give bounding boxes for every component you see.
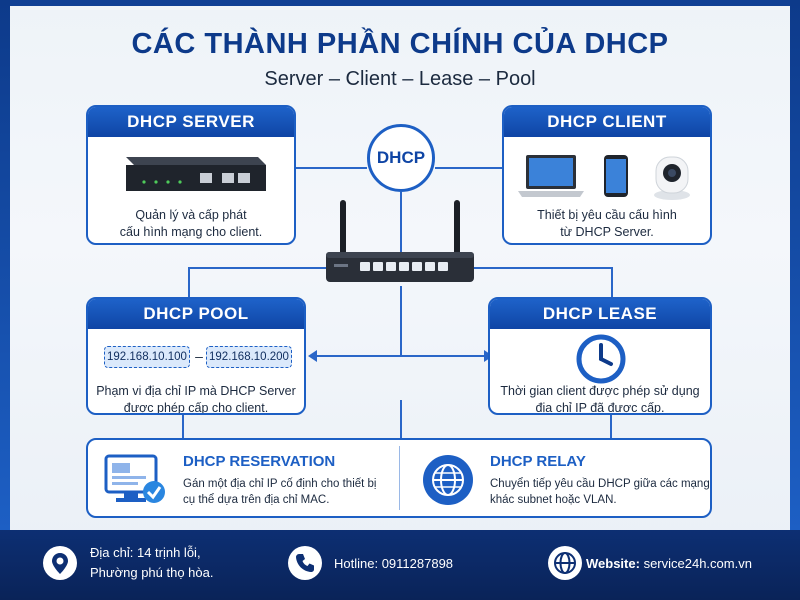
- server-device-icon: [126, 157, 266, 191]
- dhcp-client-card: DHCP CLIENT Thiết bị yêu cầu cấu hình từ…: [502, 105, 712, 245]
- footer-hotline[interactable]: Hotline: 0911287898: [334, 556, 454, 571]
- description-line: từ DHCP Server.: [560, 225, 654, 239]
- camera-icon: [654, 156, 690, 200]
- ip-range-start: 192.168.10.100: [104, 346, 190, 368]
- connector-line: [611, 267, 613, 297]
- card-title: DHCP POOL: [88, 299, 304, 329]
- relay-description: Chuyển tiếp yêu cầu DHCP giữa các mạng k…: [490, 476, 710, 508]
- relay-title: DHCP RELAY: [490, 453, 586, 470]
- card-title: DHCP CLIENT: [504, 107, 710, 137]
- page-title: CÁC THÀNH PHẦN CHÍNH CỦA DHCP: [131, 28, 669, 60]
- card-title: DHCP LEASE: [490, 299, 710, 329]
- address-line: Phường phú thọ hòa.: [90, 565, 214, 580]
- connector-line: [400, 192, 402, 252]
- connector-line: [188, 267, 328, 269]
- footer-address: Địa chỉ: 14 trịnh lỗi, Phường phú thọ hò…: [90, 543, 214, 583]
- connector-line: [610, 414, 612, 438]
- connector-line: [472, 267, 612, 269]
- description-line: Gán một địa chỉ IP cố định cho thiết bị: [183, 478, 377, 490]
- connector-line: [400, 400, 402, 438]
- footer-website[interactable]: Website: service24h.com.vn: [586, 554, 752, 574]
- ip-range-separator: –: [195, 348, 203, 364]
- address-line: Địa chỉ: 14 trịnh lỗi,: [90, 545, 201, 560]
- panel-divider: [399, 446, 400, 510]
- website-value[interactable]: service24h.com.vn: [643, 556, 752, 571]
- location-pin-icon: [43, 546, 77, 580]
- website-label: Website:: [586, 556, 640, 571]
- connector-line: [182, 414, 184, 438]
- clock-icon: [576, 334, 626, 384]
- description-line: khác subnet hoặc VLAN.: [490, 494, 617, 506]
- reservation-description: Gán một địa chỉ IP cố định cho thiết bị …: [183, 476, 376, 508]
- router-icon: [326, 200, 474, 282]
- footer-bar: [0, 530, 800, 600]
- description-line: Thời gian client được phép sử dụng: [500, 384, 700, 398]
- right-border: [790, 0, 800, 530]
- description-line: địa chỉ IP đã được cấp.: [535, 401, 665, 415]
- dhcp-lease-card: DHCP LEASE Thời gian client được phép sử…: [488, 297, 712, 415]
- connector-line: [435, 167, 503, 169]
- description-line: Phạm vi địa chỉ IP mà DHCP Server: [96, 384, 296, 398]
- card-title: DHCP SERVER: [88, 107, 294, 137]
- card-description: Phạm vi địa chỉ IP mà DHCP Server được p…: [88, 383, 304, 415]
- globe-icon: [548, 546, 582, 580]
- ip-range-end: 192.168.10.200: [206, 346, 292, 368]
- connector-line: [400, 286, 402, 356]
- connector-line: [293, 167, 367, 169]
- left-border: [0, 0, 10, 530]
- description-line: Chuyển tiếp yêu cầu DHCP giữa các mạng: [490, 478, 710, 490]
- connector-line: [314, 355, 488, 357]
- description-line: cấu hình mạng cho client.: [119, 225, 263, 239]
- laptop-icon: [518, 155, 584, 197]
- card-description: Quản lý và cấp phát cấu hình mạng cho cl…: [88, 207, 294, 241]
- description-line: Quản lý và cấp phát: [135, 208, 247, 222]
- card-description: Thời gian client được phép sử dụng địa c…: [490, 383, 710, 415]
- description-line: Thiết bị yêu cầu cấu hình: [537, 208, 677, 222]
- description-line: cụ thể dựa trên địa chỉ MAC.: [183, 494, 330, 506]
- dhcp-server-card: DHCP SERVER Quản lý và cấp phát cấu hình…: [86, 105, 296, 245]
- card-description: Thiết bị yêu cầu cấu hình từ DHCP Server…: [504, 207, 710, 241]
- dhcp-hub-circle: DHCP: [367, 124, 435, 192]
- smartphone-icon: [604, 155, 628, 197]
- description-line: được phép cấp cho client.: [123, 401, 269, 415]
- page-subtitle: Server – Client – Lease – Pool: [264, 68, 536, 90]
- monitor-check-icon: [104, 454, 165, 503]
- reservation-title: DHCP RESERVATION: [183, 453, 336, 470]
- connector-line: [188, 267, 190, 297]
- arrow-left-icon: [308, 350, 317, 362]
- phone-call-icon: [288, 546, 322, 580]
- top-border: [0, 0, 800, 6]
- globe-network-icon: [423, 455, 473, 505]
